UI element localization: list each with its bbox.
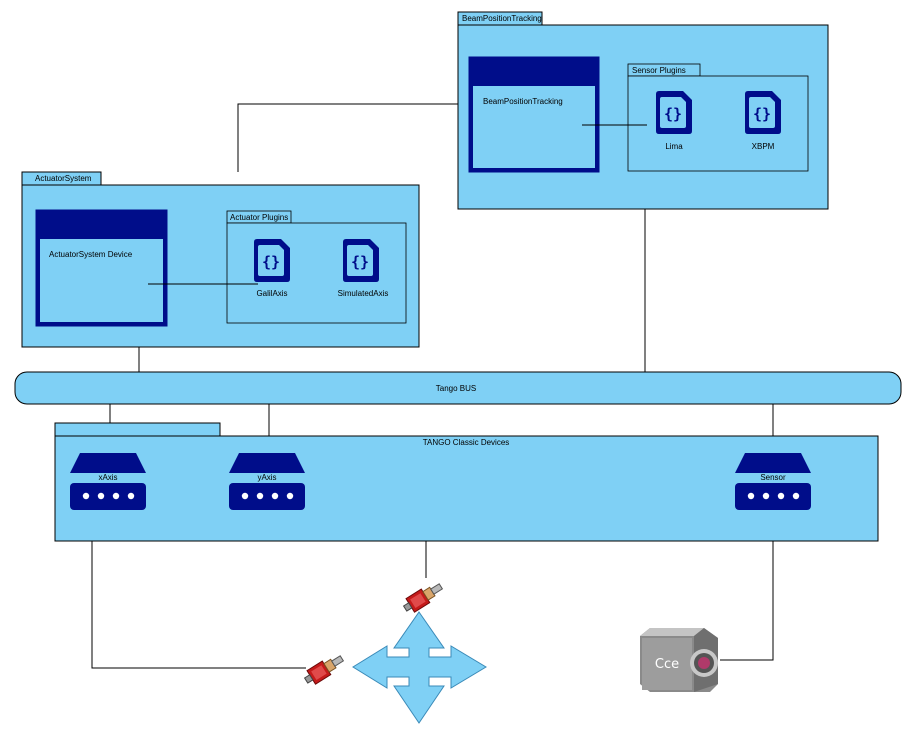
actuator-system-package: ActuatorSystem ActuatorSystem Device Act… (21, 171, 420, 348)
network-device-icon (229, 453, 305, 510)
plugin-label: GalilAxis (256, 289, 287, 298)
plugin-galil-axis[interactable]: {} GalilAxis (254, 239, 290, 298)
plugin-xbpm[interactable]: {} XBPM (745, 91, 781, 151)
plugin-label: XBPM (752, 142, 775, 151)
svg-text:{}: {} (262, 253, 280, 271)
four-way-arrow-icon (352, 611, 487, 724)
beam-position-tracking-package: BeamPositionTracking BeamPositionTrackin… (457, 11, 829, 210)
device-label: Sensor (760, 473, 786, 482)
connector-beam-to-actuator (237, 103, 458, 172)
plugin-lima[interactable]: {} Lima (656, 91, 692, 151)
code-file-icon: {} (656, 91, 692, 134)
actuator-system-device[interactable]: ActuatorSystem Device (35, 209, 168, 327)
package-tab-label: BeamPositionTracking (462, 14, 542, 23)
connector-xaxis-to-motor (91, 512, 306, 669)
device-label: BeamPositionTracking (483, 97, 563, 106)
network-device-icon (735, 453, 811, 510)
code-file-icon: {} (254, 239, 290, 282)
package-title: TANGO Classic Devices (423, 438, 510, 447)
device-xaxis[interactable]: xAxis (70, 453, 146, 510)
beam-tracking-device[interactable]: BeamPositionTracking (468, 56, 600, 173)
tango-bus: Tango BUS (14, 371, 902, 405)
svg-text:{}: {} (753, 105, 771, 123)
code-file-icon: {} (343, 239, 379, 282)
actuator-plugins-group: Actuator Plugins (226, 210, 407, 324)
plugins-title: Actuator Plugins (230, 213, 288, 222)
classic-devices-package: TANGO Classic Devices xAxis yAxis (54, 422, 879, 542)
device-yaxis[interactable]: yAxis (229, 453, 305, 510)
svg-text:{}: {} (664, 105, 682, 123)
device-label: ActuatorSystem Device (49, 250, 133, 259)
network-device-icon (70, 453, 146, 510)
package-tab (54, 422, 221, 437)
device-label: xAxis (98, 473, 117, 482)
plugins-title: Sensor Plugins (632, 66, 686, 75)
device-label: yAxis (257, 473, 276, 482)
code-file-icon: {} (745, 91, 781, 134)
stepper-motor-icon (303, 655, 345, 685)
plugin-label: SimulatedAxis (338, 289, 389, 298)
plugin-simulated-axis[interactable]: {} SimulatedAxis (338, 239, 389, 298)
device-sensor[interactable]: Sensor (735, 453, 811, 510)
connectors (91, 103, 774, 669)
svg-text:{}: {} (351, 253, 369, 271)
stepper-motor-icon (402, 583, 444, 613)
connector-sensor-to-camera (720, 512, 774, 661)
camera-icon: Cce (640, 628, 718, 692)
bus-label: Tango BUS (436, 384, 476, 393)
plugin-label: Lima (665, 142, 683, 151)
package-tab-label: ActuatorSystem (35, 174, 92, 183)
svg-text:Cce: Cce (655, 657, 679, 672)
